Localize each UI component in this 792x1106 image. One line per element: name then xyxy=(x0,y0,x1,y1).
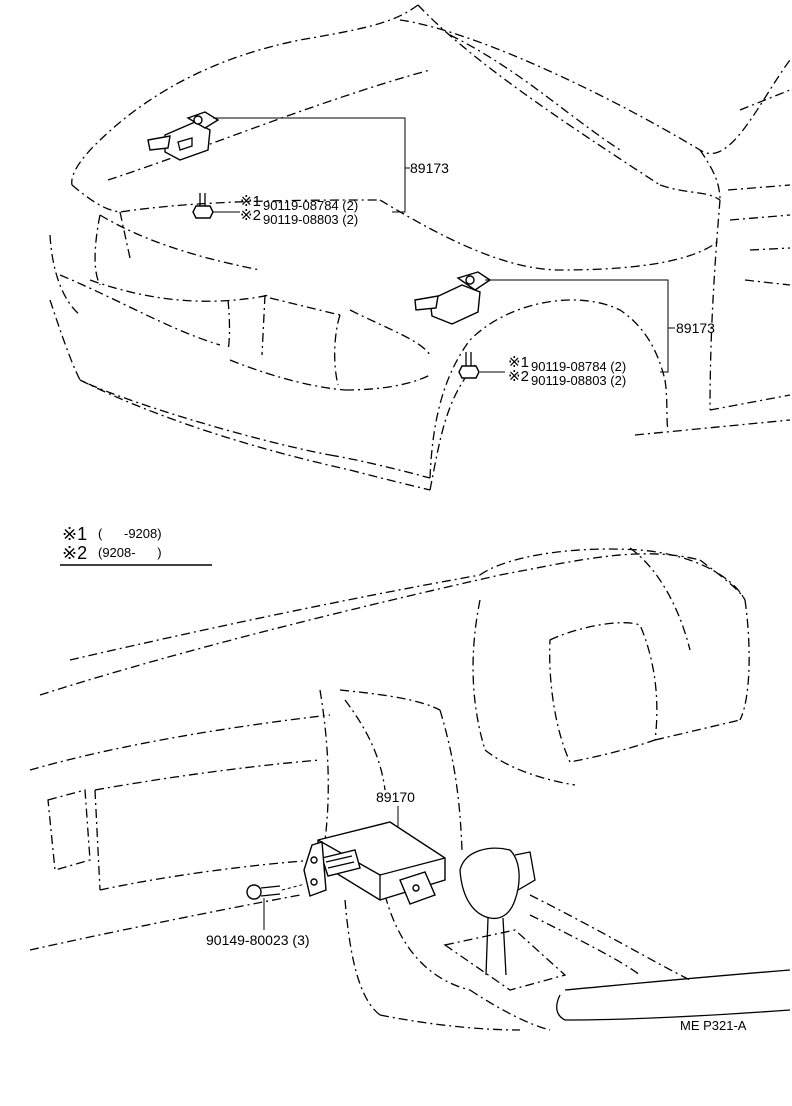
bolt-top xyxy=(192,193,214,219)
legend-range-1: ( -9208) xyxy=(98,526,162,541)
bolt2-mark-right: ※2 xyxy=(508,368,529,385)
bolt1-mark-right: ※1 xyxy=(508,354,529,371)
leader-lines-right xyxy=(480,279,675,373)
front-airbag-sensor-left xyxy=(147,111,220,161)
bolt1-mark-top: ※1 xyxy=(240,193,261,210)
bolt2-number-right: 90119-08803 (2) xyxy=(531,373,626,388)
legend-mark-2: ※2 xyxy=(62,543,87,563)
interior-outline xyxy=(29,547,791,1031)
front-airbag-sensor-right xyxy=(414,271,492,325)
part-label-ecu: 89170 xyxy=(376,789,415,805)
legend: ※1 ( -9208) ※2 (9208- ) xyxy=(60,524,212,566)
car-front-outline xyxy=(49,4,791,491)
airbag-ecu-unit xyxy=(303,821,446,905)
bolt2-number-top: 90119-08803 (2) xyxy=(263,212,358,227)
part-label-right: 89173 xyxy=(676,320,715,336)
diagram-code: ME P321-A xyxy=(680,1018,747,1033)
legend-mark-1: ※1 xyxy=(62,524,87,544)
legend-range-2: (9208- ) xyxy=(98,545,162,560)
bolt1-number-top: 90119-08784 (2) xyxy=(263,198,358,213)
leader-lines-top xyxy=(212,117,410,213)
screw-ecu xyxy=(246,883,306,900)
leader-lines-ecu xyxy=(263,806,399,930)
bolt2-mark-top: ※2 xyxy=(240,207,261,224)
part-label-top: 89173 xyxy=(410,160,449,176)
screw-number-ecu: 90149-80023 (3) xyxy=(206,932,310,948)
bolt1-number-right: 90119-08784 (2) xyxy=(531,359,626,374)
bolt-right xyxy=(458,352,480,379)
